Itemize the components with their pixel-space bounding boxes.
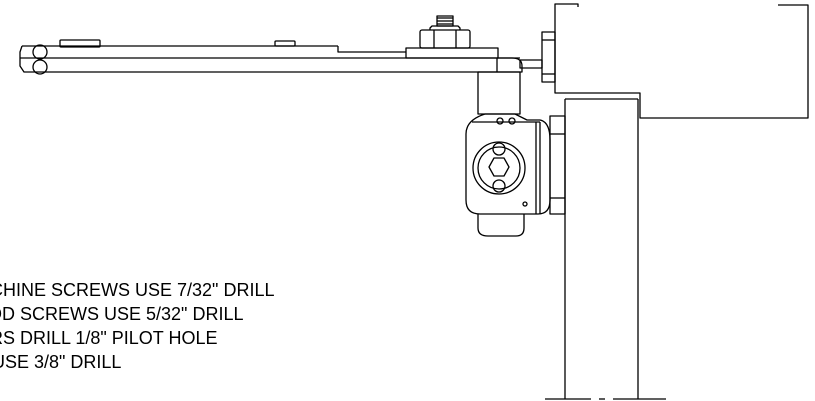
mounting-plate	[549, 115, 566, 215]
closer-body	[477, 71, 521, 115]
drilling-notes: CHINE SCREWS USE 7/32" DRILL OD SCREWS U…	[0, 278, 520, 374]
vertical-post	[545, 98, 666, 400]
upper-frame	[554, 3, 809, 119]
standoff-block	[541, 31, 556, 83]
nut-and-stud	[419, 15, 471, 49]
note-pilot-hole: RS DRILL 1/8" PILOT HOLE	[0, 328, 218, 348]
note-wood-screws: OD SCREWS USE 5/32" DRILL	[0, 304, 244, 324]
pinion-housing	[465, 113, 551, 237]
note-drill-size: USE 3/8" DRILL	[0, 352, 122, 372]
note-machine-screws: CHINE SCREWS USE 7/32" DRILL	[0, 280, 275, 300]
arm-assembly	[19, 39, 543, 75]
